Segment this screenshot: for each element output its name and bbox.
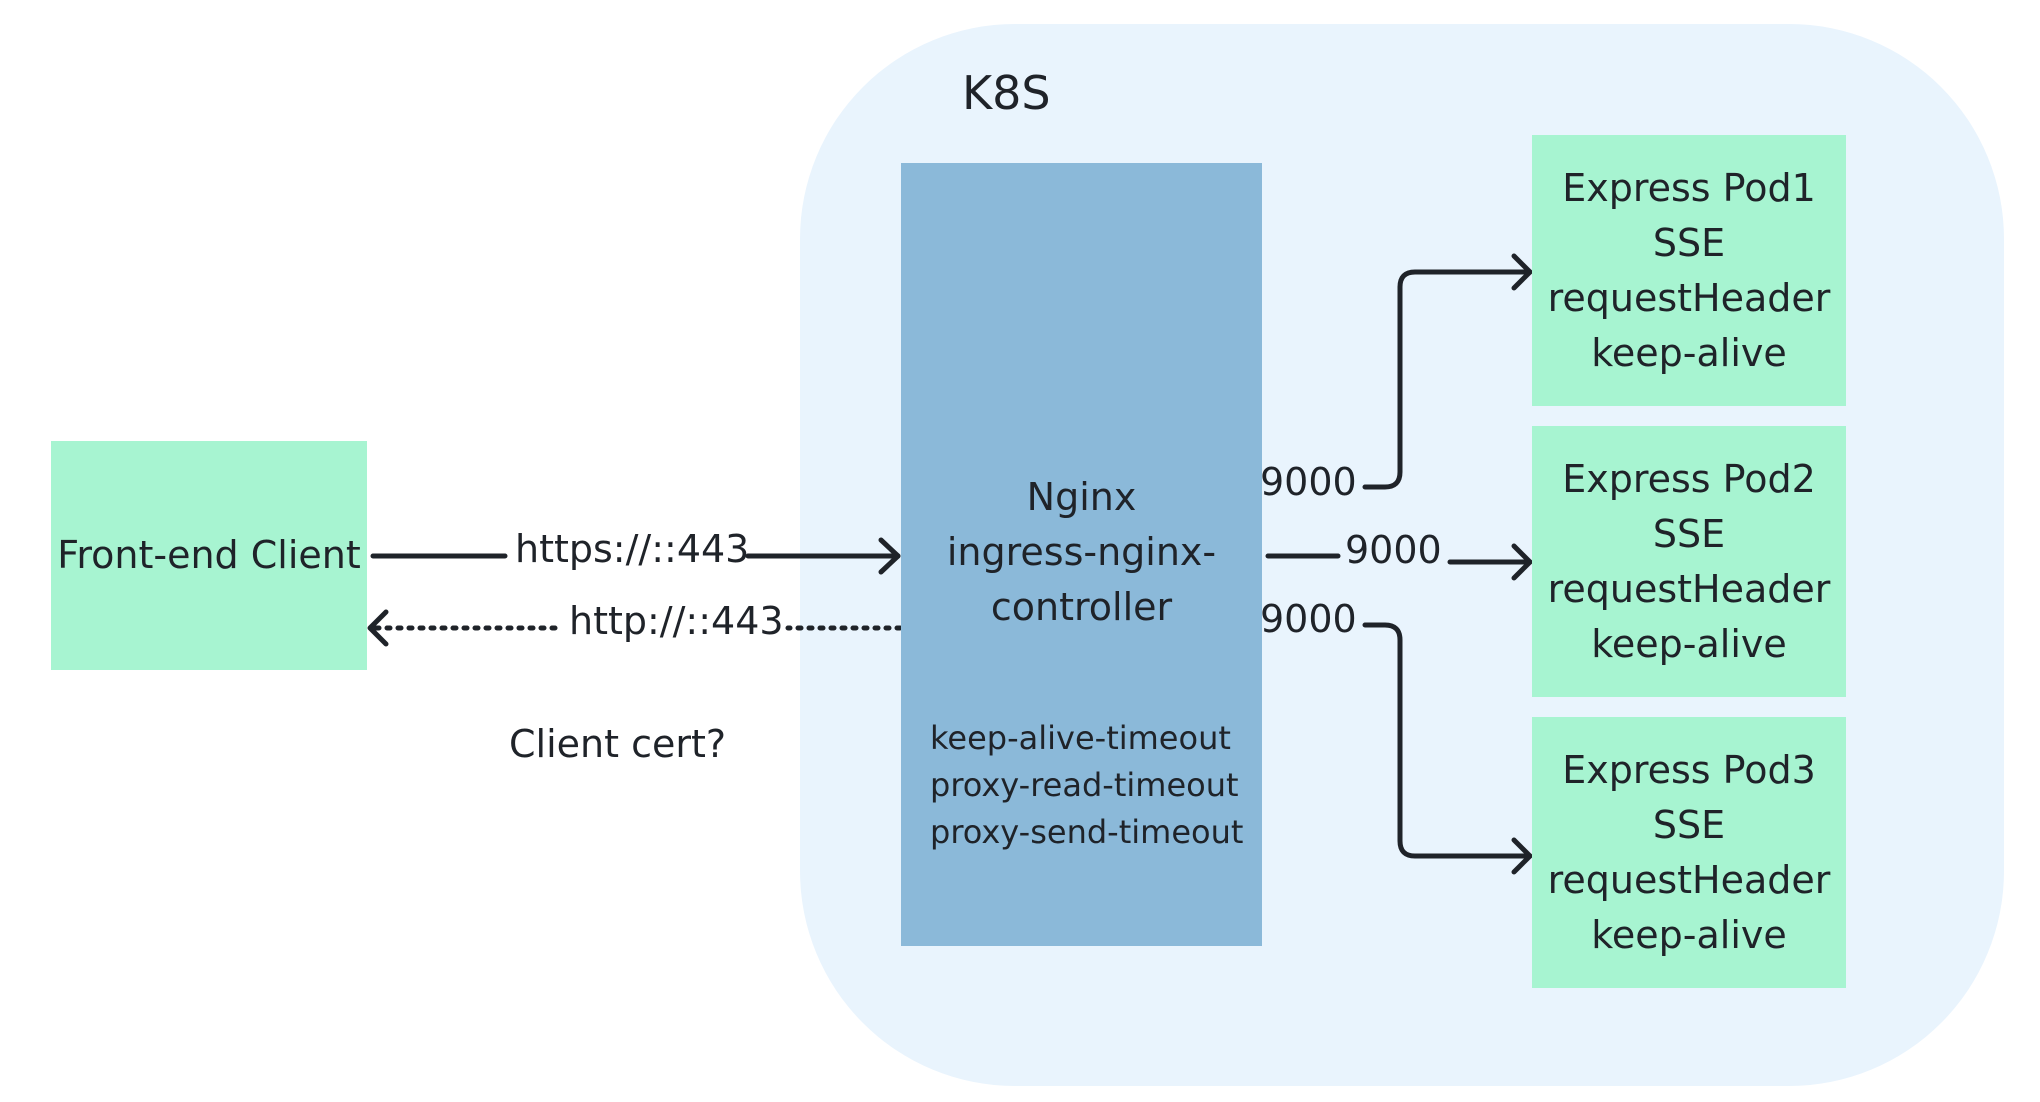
express-pod-node: Express Pod2 SSE requestHeader keep-aliv… — [1532, 426, 1846, 697]
nginx-ingress-node: Nginx ingress-nginx- controller keep-ali… — [901, 163, 1262, 946]
nginx-setting: proxy-send-timeout — [930, 813, 1244, 851]
response-arrowhead — [367, 609, 389, 647]
express-pod-node: Express Pod3 SSE requestHeader keep-aliv… — [1532, 717, 1846, 988]
pod3-arrowhead — [1511, 837, 1533, 875]
nginx-setting: keep-alive-timeout — [930, 719, 1231, 757]
nginx-settings-list: keep-alive-timeout proxy-read-timeout pr… — [930, 715, 1243, 856]
nginx-title-block: Nginx ingress-nginx- controller — [901, 470, 1262, 635]
pod-line: requestHeader — [1547, 566, 1831, 611]
pod3-port-label: 9000 — [1260, 597, 1357, 641]
k8s-cluster-title: K8S — [962, 66, 1051, 120]
pod-line: keep-alive — [1591, 330, 1787, 375]
frontend-client-label: Front-end Client — [57, 533, 361, 577]
client-cert-note: Client cert? — [509, 722, 727, 766]
pod-line: requestHeader — [1547, 275, 1831, 320]
pod-line: keep-alive — [1591, 912, 1787, 957]
pod2-port-label: 9000 — [1345, 528, 1442, 572]
pod-line: Express Pod1 — [1562, 165, 1816, 210]
request-edge-label: https://::443 — [515, 527, 750, 571]
pod-line: SSE — [1652, 802, 1726, 847]
nginx-setting: proxy-read-timeout — [930, 766, 1239, 804]
nginx-title-line: Nginx — [1026, 475, 1137, 519]
nginx-title-line: controller — [990, 585, 1173, 629]
nginx-title-line: ingress-nginx- — [946, 530, 1217, 574]
express-pod-node: Express Pod1 SSE requestHeader keep-aliv… — [1532, 135, 1846, 406]
pod2-arrowhead — [1511, 543, 1533, 581]
request-arrowhead — [878, 537, 901, 575]
pod1-port-label: 9000 — [1260, 460, 1357, 504]
frontend-client-node: Front-end Client — [51, 441, 367, 670]
pod-line: keep-alive — [1591, 621, 1787, 666]
pod-line: requestHeader — [1547, 857, 1831, 902]
response-edge-label: http://::443 — [569, 599, 784, 643]
pod-line: SSE — [1652, 511, 1726, 556]
pod-line: Express Pod3 — [1562, 747, 1816, 792]
pod3-connector — [1362, 622, 1533, 859]
pod1-arrowhead — [1511, 253, 1533, 291]
pod-line: Express Pod2 — [1562, 456, 1816, 501]
pod-line: SSE — [1652, 220, 1726, 265]
pod1-connector — [1362, 269, 1533, 490]
